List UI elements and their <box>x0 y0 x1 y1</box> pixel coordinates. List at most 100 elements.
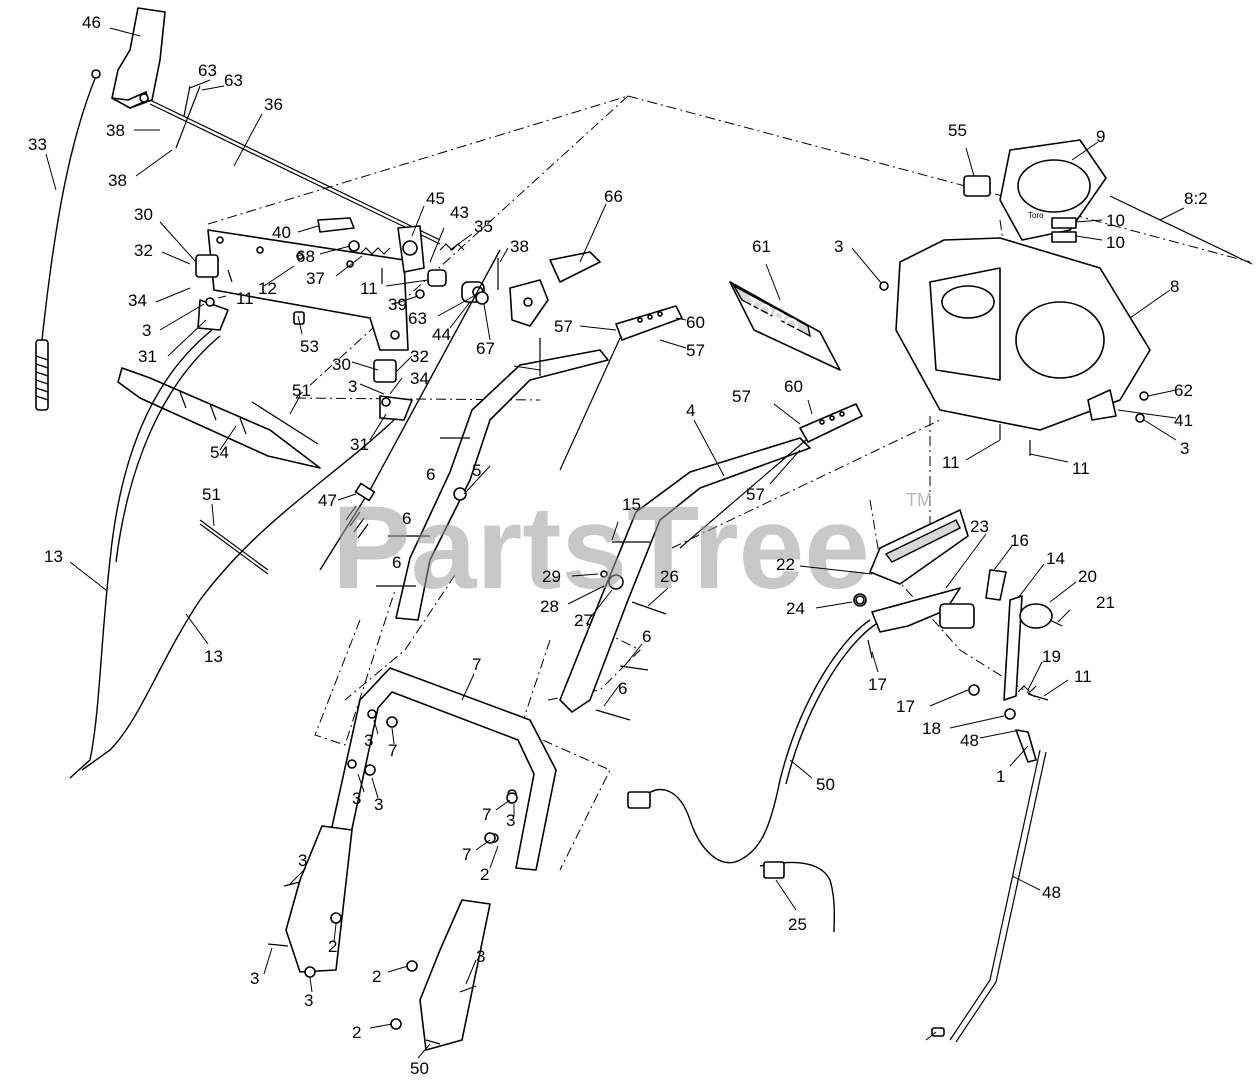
callout: 53 <box>300 337 319 356</box>
callout: 51 <box>292 381 311 400</box>
callout: 7 <box>388 741 397 760</box>
callout: 32 <box>134 241 153 260</box>
callout: 3 <box>506 811 515 830</box>
lower-handle-1 <box>285 667 557 1051</box>
callout: 57 <box>746 485 765 504</box>
callout: 3 <box>352 789 361 808</box>
callout: 48 <box>960 731 979 750</box>
callout: 32 <box>410 347 429 366</box>
callout: 34 <box>410 369 429 388</box>
callout: 14 <box>1046 549 1065 568</box>
callout: 67 <box>476 339 495 358</box>
chute-handle-54 <box>117 367 321 469</box>
grip-60-upper <box>559 305 683 471</box>
callout: 16 <box>1010 531 1029 550</box>
watermark-trademark: TM <box>906 490 932 510</box>
callout: 36 <box>264 95 283 114</box>
callout: 39 <box>388 295 407 314</box>
callout: 34 <box>128 291 147 310</box>
callout: 15 <box>622 495 641 514</box>
cable-47 <box>319 249 501 571</box>
callout: 11 <box>1074 667 1092 686</box>
callout: 3 <box>250 969 259 988</box>
callout: 2 <box>372 967 381 986</box>
handle-5 <box>395 349 609 621</box>
callout: 5 <box>472 461 481 480</box>
callout: 57 <box>686 341 705 360</box>
callout: 33 <box>28 135 47 154</box>
decal-61: TORO <box>729 281 841 371</box>
callout: 8 <box>1170 277 1179 296</box>
callout: 2 <box>480 865 489 884</box>
callout: 57 <box>554 317 573 336</box>
callouts: 46 63 63 36 38 38 33 30 32 34 3 11 12 31… <box>28 13 1208 1078</box>
callout: 1 <box>996 767 1005 786</box>
callout: 68 <box>296 247 315 266</box>
callout: 10 <box>1106 211 1125 230</box>
callout: 60 <box>686 313 705 332</box>
callout: 37 <box>306 269 325 288</box>
callout: 40 <box>272 223 291 242</box>
callout: 41 <box>1174 411 1193 430</box>
callout: 2 <box>352 1023 361 1042</box>
callout: 13 <box>204 647 223 666</box>
callout: 35 <box>474 217 493 236</box>
callout: 7 <box>462 845 471 864</box>
callout: 17 <box>868 675 887 694</box>
callout: 30 <box>134 205 153 224</box>
leader-lines <box>45 27 1185 1059</box>
callout: 29 <box>542 567 561 586</box>
callout: 31 <box>350 435 369 454</box>
watermark-text: PartsTree <box>332 482 870 614</box>
callout: 12 <box>258 279 277 298</box>
handle-4 <box>559 437 811 713</box>
cables-13 <box>69 329 395 779</box>
housing-8 <box>895 217 1151 431</box>
callout: 2 <box>328 937 337 956</box>
callout: 10 <box>1106 233 1125 252</box>
callout: 55 <box>948 121 967 140</box>
wire-harness-50 <box>627 619 877 933</box>
callout: 48 <box>1042 883 1061 902</box>
cable-33 <box>35 69 101 411</box>
callout: 19 <box>1042 647 1061 666</box>
callout: 3 <box>304 991 313 1010</box>
chute-9: Toro <box>999 139 1107 241</box>
callout: 30 <box>332 355 351 374</box>
callout: 9 <box>1096 127 1105 146</box>
callout: 3 <box>364 731 373 750</box>
rod-8-2 <box>1109 195 1253 265</box>
callout: 25 <box>788 915 807 934</box>
callout: 44 <box>432 325 451 344</box>
callout: 46 <box>82 13 101 32</box>
callout: 13 <box>44 547 63 566</box>
callout: 3 <box>298 851 307 870</box>
callout: 17 <box>896 697 915 716</box>
callout: 63 <box>408 309 427 328</box>
callout: 6 <box>618 679 627 698</box>
callout: 11 <box>236 289 254 308</box>
callout: 11 <box>942 453 960 472</box>
callout: 22 <box>776 555 795 574</box>
callout: 54 <box>210 443 229 462</box>
callout: 3 <box>374 795 383 814</box>
switch-55 <box>963 175 991 197</box>
callout: 38 <box>106 121 125 140</box>
callout: 6 <box>392 553 401 572</box>
callout: 51 <box>202 485 221 504</box>
rod-25 <box>931 749 1047 1043</box>
callout: 66 <box>604 187 623 206</box>
callout: 11 <box>1072 459 1090 478</box>
callout: 8:2 <box>1184 189 1208 208</box>
callout: 26 <box>660 567 679 586</box>
callout: 31 <box>138 347 157 366</box>
handle-grip-46 <box>111 7 166 109</box>
grip-60-lower <box>679 403 863 549</box>
callout: 61 <box>752 237 771 256</box>
callout: 3 <box>142 321 151 340</box>
callout: 62 <box>1174 381 1193 400</box>
callout: 21 <box>1096 593 1115 612</box>
callout: 38 <box>510 237 529 256</box>
callout: 7 <box>472 655 481 674</box>
callout: 6 <box>426 465 435 484</box>
